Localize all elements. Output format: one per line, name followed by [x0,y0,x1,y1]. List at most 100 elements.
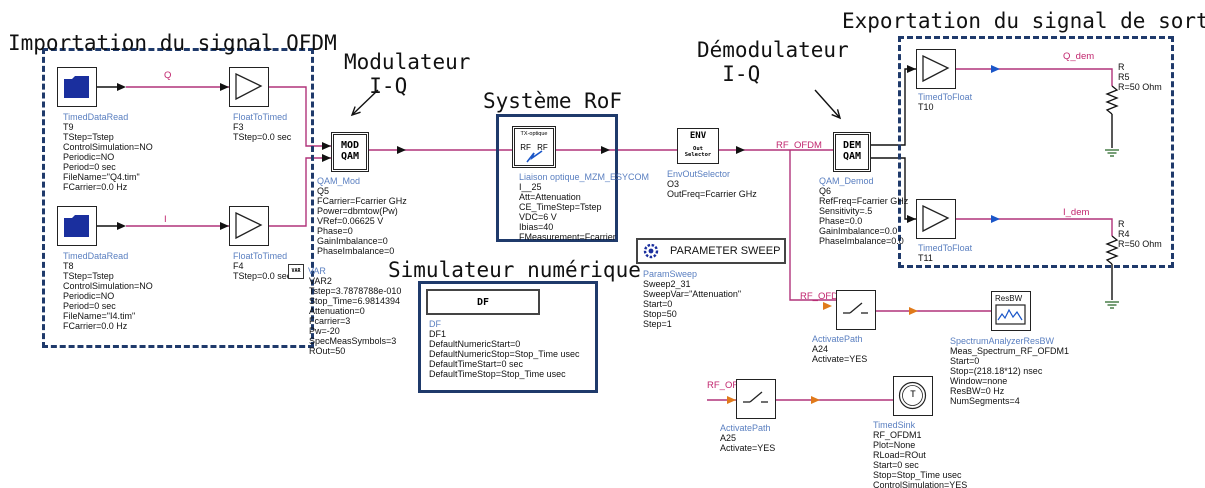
annotation-import: Importation du signal OFDM [8,31,337,55]
df-type: DF [429,319,441,329]
parameter-sweep-label: PARAMETER SWEEP [670,245,781,257]
timed-to-float-t11-type: TimedToFloat [918,243,973,253]
switch-icon [843,302,868,314]
param-line: TStep=0.0 sec [233,271,292,281]
param-line: ControlSimulation=NO [63,142,153,152]
param-line: T11 [918,253,933,263]
timed-to-float-t11[interactable] [916,199,956,239]
liaison-optique-type: Liaison optique_MZM_ESYCOM [519,172,650,182]
activate-path-a25-type: ActivatePath [720,423,771,433]
wire-label-i-dem: I_dem [1063,207,1090,218]
param-line: DefaultTimeStop=Stop_Time usec [429,369,566,379]
arrow-t8 [117,222,126,230]
df-block[interactable]: DF [426,289,540,315]
param-line: NumSegments=4 [950,396,1020,406]
folder-icon [64,215,89,237]
param-line: Sensitivity=.5 [819,206,873,216]
switch-icon [743,391,768,403]
arrow-rof-out [601,146,610,154]
timed-to-float-t10[interactable] [916,49,956,89]
param-line: Window=none [950,376,1008,386]
wire-i-dem [956,218,1113,236]
qam-mod-label: MOD QAM [340,140,360,162]
param-line: O3 [667,179,680,189]
param-line: Start=0 [950,356,980,366]
param-line: GainImbalance=0.0 [819,226,898,236]
annotation-demodulateur: Démodulateur I-Q [697,38,849,86]
timed-data-read-t9-type: TimedDataRead [63,112,129,122]
param-line: R5 [1118,72,1130,82]
timed-sink-block[interactable]: T [893,376,933,416]
param-line: Sweep2_31 [643,279,691,289]
wire-label-q-dem: Q_dem [1063,51,1095,62]
float-to-timed-f4[interactable] [229,206,269,246]
wire-label-i: I [164,214,167,225]
param-line: Pw=-20 [309,326,340,336]
param-line: T10 [918,102,934,112]
import-frame [42,48,314,348]
annotation-export: Exportation du signal de sortie [842,9,1205,33]
activate-path-a25[interactable] [736,379,776,419]
param-line: R=50 Ohm [1118,82,1162,92]
wire-label-rf-ofdm-a24: RF_OFDM [800,291,846,302]
param-line: F3 [233,122,244,132]
arrow-a24-out [909,307,918,315]
spectrum-analyzer-type: SpectrumAnalyzerResBW [950,336,1055,346]
param-line: FileName="I4.tim" [63,311,136,321]
annotation-modulateur: Modulateur I-Q [344,50,471,98]
pointer-modulateur [351,89,379,116]
arrow-t11-in [907,215,916,223]
folder-icon [64,76,89,98]
env-out-selector-block[interactable]: ENV Out Selector [677,128,719,164]
param-line: Periodic=NO [63,291,115,301]
arrow-f3-in [220,83,229,91]
timed-data-read-t9[interactable] [57,67,97,107]
wire-label-rf-ofdm-a25: RF_OFDM [707,380,753,391]
timed-data-read-t8[interactable] [57,206,97,246]
param-line: Meas_Spectrum_RF_OFDM1 [950,346,1070,356]
param-line: Period=0 sec [63,301,116,311]
param-line: A24 [812,344,829,354]
parameter-sweep-block[interactable]: PARAMETER SWEEP [636,238,786,264]
arrow-a25-in [727,396,736,404]
spectrum-analyzer-block[interactable]: ResBW [991,291,1031,331]
resistor-r5 [1105,85,1119,115]
param-line: R=50 Ohm [1118,239,1162,249]
param-line: CE_TimeStep=Tstep [519,202,602,212]
qam-mod-block[interactable]: MOD QAM [331,132,369,172]
liaison-optique-label: TX-optique [520,131,548,137]
param-line: VRef=0.06625 V [317,216,384,226]
param-line: DefaultNumericStop=Stop_Time usec [429,349,580,359]
liaison-optique-block[interactable]: TX-optique RF RF [512,126,556,168]
var-block[interactable]: VAR [288,264,304,279]
qam-demod-block[interactable]: DEM QAM [833,132,871,172]
param-line: Period=0 sec [63,162,116,172]
activate-path-a24[interactable] [836,290,876,330]
param-line: FCarrier=0.0 Hz [63,182,128,192]
arrow-t9 [117,83,126,91]
float-to-timed-f3[interactable] [229,67,269,107]
param-line: TStep=Tstep [63,132,114,142]
arrow-mod-out [397,146,406,154]
wire-rf-branch-a24 [789,150,836,301]
param-line: Start=0 sec [873,460,919,470]
arrow-f4-in [220,222,229,230]
wire-q-dem [956,68,1113,86]
param-line: I__25 [519,182,542,192]
param-line: SpecMeasSymbols=3 [309,336,397,346]
param-line: Q5 [317,186,330,196]
param-line: ROut=50 [309,346,346,356]
param-line: Tstep=3.7878788e-010 [309,286,402,296]
timed-sink-type: TimedSink [873,420,916,430]
param-line: Periodic=NO [63,152,115,162]
